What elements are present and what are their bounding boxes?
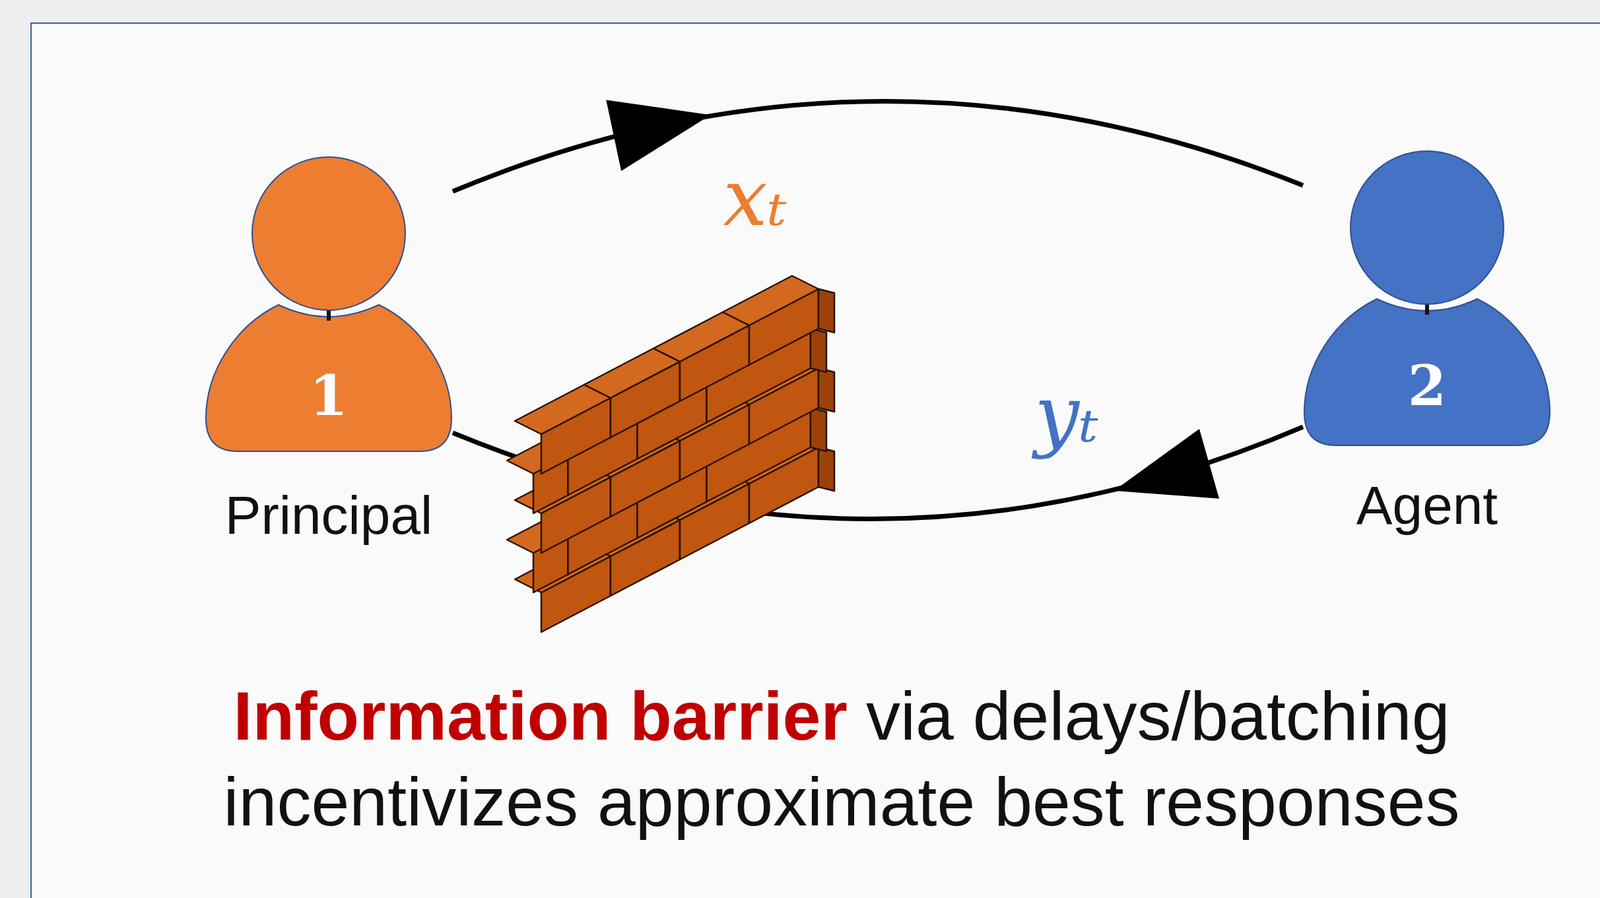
caption: Information barriervia delays/batching i… bbox=[108, 673, 1575, 845]
arrow-head bbox=[605, 100, 711, 172]
node-label: Principal bbox=[178, 485, 480, 546]
brick bbox=[653, 312, 750, 362]
brick bbox=[584, 348, 680, 399]
brick bbox=[514, 384, 611, 435]
brick bbox=[818, 447, 835, 492]
brick bbox=[810, 328, 827, 373]
callout-number: 1 bbox=[204, 368, 453, 424]
brick bbox=[818, 368, 835, 412]
callout-number: 2 bbox=[1302, 358, 1552, 414]
node-label: Agent bbox=[1276, 475, 1578, 536]
arrow-head bbox=[1114, 429, 1220, 500]
person-node: 1Principal bbox=[204, 155, 453, 552]
person-head bbox=[252, 157, 406, 311]
person-node: 2Agent bbox=[1302, 149, 1552, 546]
edge-label: yₜ bbox=[1034, 374, 1099, 455]
connector-arc bbox=[452, 100, 1303, 192]
edge-label: xₜ bbox=[722, 158, 787, 238]
brick bbox=[722, 275, 819, 326]
caption-emphasis: Information barrier bbox=[233, 677, 847, 755]
brick bbox=[818, 289, 835, 333]
person-head bbox=[1350, 151, 1504, 305]
brick bbox=[810, 407, 827, 452]
